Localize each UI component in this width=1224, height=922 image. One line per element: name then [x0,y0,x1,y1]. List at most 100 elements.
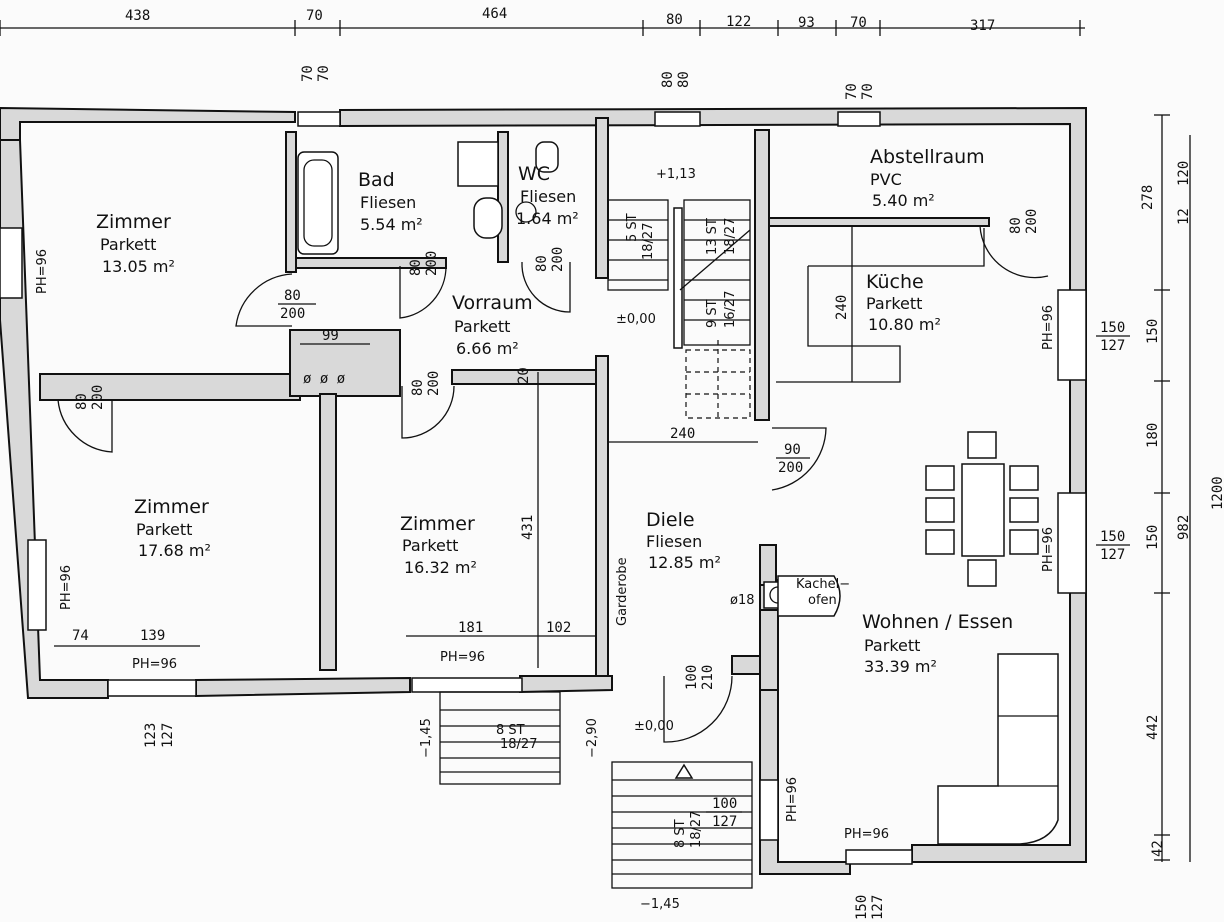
stair-label: 5 ST [625,213,640,242]
dim-right-982: 982 [1176,515,1192,540]
windows [0,111,1087,865]
level-label: ±0,00 [634,719,674,734]
room-material: Fliesen [360,193,416,212]
door-dim: 100 [684,665,700,690]
dim-right-150a: 150 [1145,319,1161,344]
dim-139: 139 [140,628,165,644]
room-name: WC [518,163,550,185]
win-dim: 150 [854,895,870,920]
ph-label: PH=96 [59,565,74,610]
room-zimmer-3: Zimmer Parkett 16.32 m² [400,513,477,577]
room-zimmer-1: Zimmer Parkett 13.05 m² [96,211,175,276]
dim-right-278: 278 [1140,185,1156,210]
dim-right-12: 12 [1176,208,1192,225]
door-dim: 80 [284,288,301,304]
room-material: Fliesen [520,187,576,206]
ph-label: PH=96 [1041,305,1056,350]
door-dim: 200 [426,371,442,396]
arrow-up-icon [674,763,694,779]
door-dim: 80 [1008,217,1024,234]
door-dim: 80 [410,379,426,396]
dim-top-122: 122 [726,14,751,30]
room-zimmer-2: Zimmer Parkett 17.68 m² [134,496,211,560]
dim-top-93: 93 [798,15,815,31]
level-markers: +1,13 ±0,00 ±0,00 −1,45 −2,90 −1,45 Gard… [419,167,696,912]
kitchen-counter: 240 [776,226,985,383]
stair-label: 18/27 [641,223,656,260]
door-swings [57,225,1049,743]
room-area: 10.80 m² [868,315,941,334]
room-material: Parkett [866,294,922,313]
dim-right-42: 42 [1150,840,1166,857]
win-dim: 100 [712,796,737,812]
right-dimension-chain: 278 120 12 150 180 150 442 42 982 1200 [1140,114,1224,862]
dim-right-120: 120 [1176,161,1192,186]
dim-top-464: 464 [482,6,507,22]
dim-top-80: 80 [666,12,683,28]
dim-right-180: 180 [1145,423,1161,448]
room-area: 13.05 m² [102,257,175,276]
ph-label: PH=96 [1041,527,1056,572]
door-dim: 200 [90,385,106,410]
sanitary-fixtures [297,141,559,255]
stove-label: Kachel− [796,577,850,592]
ph-label: PH=96 [844,827,889,842]
door-dim: 200 [778,460,803,476]
stair-label: 16/27 [723,291,738,328]
sofa [937,653,1059,845]
dim-right-150b: 150 [1145,525,1161,550]
win-dim: 150 [1100,529,1125,545]
win-dim: 80 [676,71,692,88]
room-area: 12.85 m² [648,553,721,572]
vent-symbols: ø ø ø [303,371,346,387]
sink-icon [515,201,537,223]
win-dim: 70 [300,65,316,82]
room-area: 6.66 m² [456,339,519,358]
room-name: Wohnen / Essen [862,611,1013,633]
win-dim: 127 [712,814,737,830]
stair-label: 9 ST [705,299,720,328]
room-area: 1.64 m² [516,209,579,228]
win-dim: 70 [860,83,876,100]
dim-20: 20 [516,367,532,384]
door-dim: 80 [74,393,90,410]
room-name: Diele [646,509,695,531]
dim-240: 240 [670,426,695,442]
interior-walls [39,117,990,691]
level-label: +1,13 [656,167,696,182]
window-dimensions: 70 70 80 80 70 70 150 127 150 127 123 12… [143,65,1130,920]
room-name: Zimmer [134,496,209,518]
room-material: Parkett [864,636,920,655]
door-dim: 200 [424,251,440,276]
room-material: Parkett [402,536,458,555]
dim-right-1200: 1200 [1210,476,1224,510]
room-material: PVC [870,170,902,189]
garderobe-label: Garderobe [615,557,630,626]
room-kueche: Küche Parkett 10.80 m² [866,271,941,334]
stair-label: 18/27 [689,811,704,848]
stair-label: 18/27 [500,737,537,752]
room-area: 5.40 m² [872,191,935,210]
door-dim: 200 [1024,209,1040,234]
room-area: 33.39 m² [864,657,937,676]
dim-top-70b: 70 [850,15,867,31]
level-label: ±0,00 [616,312,656,327]
door-dim: 80 [408,259,424,276]
dining-table [925,431,1039,587]
sofa-icon [937,653,1059,845]
door-dim: 200 [550,247,566,272]
win-dim: 127 [870,895,886,920]
dim-top-438: 438 [125,8,150,24]
dim-181: 181 [458,620,483,636]
ph-label: PH=96 [35,249,50,294]
room-material: Parkett [136,520,192,539]
door-dim: 90 [784,442,801,458]
bathtub-icon [297,151,339,255]
door-dimensions: 80 200 80 200 80 200 80 200 80 200 80 20… [74,209,1040,690]
room-name: Zimmer [400,513,475,535]
room-abstellraum: Abstellraum PVC 5.40 m² [870,146,985,210]
room-name: Vorraum [452,292,533,314]
dim-top-317: 317 [970,18,995,34]
